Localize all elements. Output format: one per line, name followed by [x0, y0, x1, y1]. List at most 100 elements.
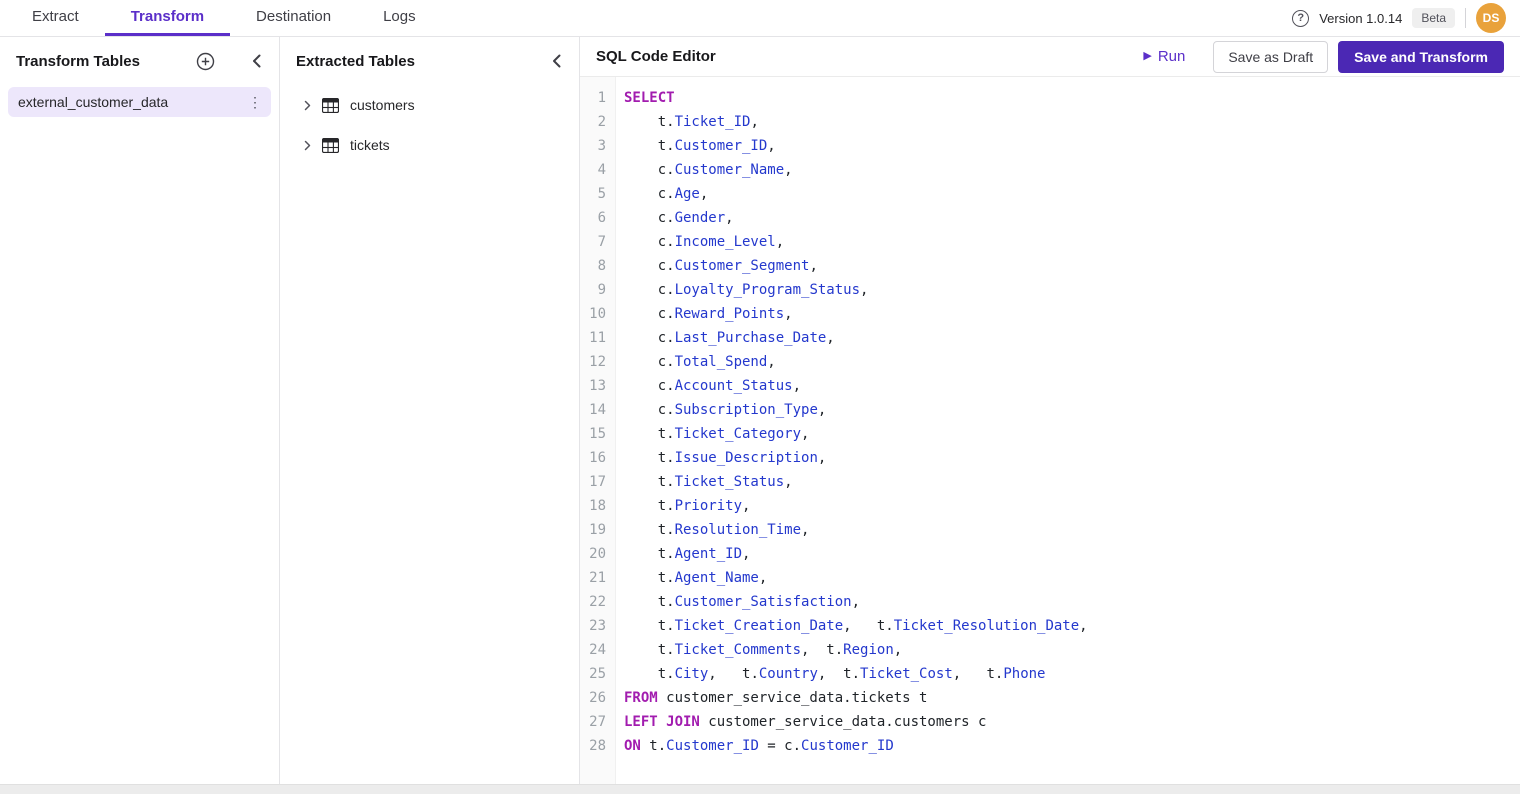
- table-icon: [322, 137, 339, 153]
- collapse-transform-panel-icon[interactable]: [248, 50, 265, 72]
- tree-item-customers[interactable]: customers: [280, 85, 579, 125]
- expand-customers-icon[interactable]: [304, 100, 311, 111]
- code-line[interactable]: c.Subscription_Type,: [624, 398, 1520, 422]
- code-line[interactable]: t.Priority,: [624, 494, 1520, 518]
- code-line[interactable]: t.Ticket_Creation_Date, t.Ticket_Resolut…: [624, 614, 1520, 638]
- code-token: Phone: [1003, 666, 1046, 682]
- code-token: c.: [624, 402, 675, 418]
- save-and-transform-button[interactable]: Save and Transform: [1338, 40, 1504, 73]
- line-number: 5: [597, 186, 606, 202]
- code-token: Age: [674, 186, 700, 202]
- code-token: t.: [624, 450, 675, 466]
- tab-logs[interactable]: Logs: [383, 8, 416, 25]
- code-line[interactable]: c.Loyalty_Program_Status,: [624, 278, 1520, 302]
- code-line[interactable]: t.Agent_Name,: [624, 566, 1520, 590]
- code-token: ,: [809, 258, 818, 274]
- code-line[interactable]: c.Total_Spend,: [624, 350, 1520, 374]
- code-token: Ticket_Cost: [860, 666, 953, 682]
- code-token: City: [674, 666, 709, 682]
- avatar[interactable]: DS: [1476, 3, 1506, 33]
- transform-table-item[interactable]: external_customer_data ⋮: [8, 87, 271, 117]
- line-number: 20: [589, 546, 606, 562]
- code-line[interactable]: t.Customer_Satisfaction,: [624, 590, 1520, 614]
- main-area: Transform Tables external_customer_data: [0, 37, 1520, 784]
- code-line[interactable]: t.Ticket_ID,: [624, 110, 1520, 134]
- expand-tickets-icon[interactable]: [304, 140, 311, 151]
- code-line[interactable]: t.Ticket_Status,: [624, 470, 1520, 494]
- tab-destination[interactable]: Destination: [256, 8, 332, 25]
- code-token: customer_service_data.tickets t: [657, 690, 928, 706]
- code-token: c.: [624, 282, 675, 298]
- code-token: ,: [742, 546, 751, 562]
- code-line[interactable]: t.Resolution_Time,: [624, 518, 1520, 542]
- line-number: 27: [589, 714, 606, 730]
- code-line[interactable]: LEFT JOIN customer_service_data.customer…: [624, 710, 1520, 734]
- code-token: ,: [767, 354, 776, 370]
- editor-code[interactable]: SELECT t.Ticket_ID, t.Customer_ID, c.Cus…: [616, 77, 1520, 784]
- transform-table-name: external_customer_data: [18, 94, 169, 110]
- line-number: 6: [597, 210, 606, 226]
- code-line[interactable]: FROM customer_service_data.tickets t: [624, 686, 1520, 710]
- help-icon[interactable]: ?: [1292, 9, 1310, 27]
- code-line[interactable]: SELECT: [624, 86, 1520, 110]
- line-number: 7: [597, 234, 606, 250]
- code-line[interactable]: c.Customer_Segment,: [624, 254, 1520, 278]
- code-token: FROM: [624, 690, 658, 706]
- code-line[interactable]: t.Customer_ID,: [624, 134, 1520, 158]
- line-number: 24: [589, 642, 606, 658]
- code-token: t.: [624, 522, 675, 538]
- tab-transform[interactable]: Transform: [104, 0, 231, 36]
- code-token: ON: [624, 738, 641, 754]
- code-token: ,: [1079, 618, 1088, 634]
- extracted-tables-tree: customers: [280, 85, 579, 165]
- line-number: 21: [589, 570, 606, 586]
- code-line[interactable]: t.Ticket_Category,: [624, 422, 1520, 446]
- code-token: t.: [624, 666, 675, 682]
- horizontal-scrollbar[interactable]: [0, 784, 1520, 794]
- code-token: , t.: [817, 666, 861, 682]
- divider: [1465, 8, 1466, 28]
- code-line[interactable]: c.Gender,: [624, 206, 1520, 230]
- code-line[interactable]: c.Income_Level,: [624, 230, 1520, 254]
- code-line[interactable]: c.Last_Purchase_Date,: [624, 326, 1520, 350]
- code-token: c.: [624, 330, 675, 346]
- code-token: Ticket_ID: [674, 114, 751, 130]
- save-as-draft-button[interactable]: Save as Draft: [1213, 40, 1329, 73]
- code-token: ,: [742, 498, 751, 514]
- code-token: Resolution_Time: [674, 522, 802, 538]
- tab-extract[interactable]: Extract: [32, 8, 79, 25]
- code-line[interactable]: ON t.Customer_ID = c.Customer_ID: [624, 734, 1520, 758]
- line-number: 3: [597, 138, 606, 154]
- code-token: Customer_ID: [801, 738, 894, 754]
- code-line[interactable]: t.Ticket_Comments, t.Region,: [624, 638, 1520, 662]
- code-line[interactable]: t.Issue_Description,: [624, 446, 1520, 470]
- run-button[interactable]: ▶ Run: [1137, 47, 1191, 66]
- line-number: 26: [589, 690, 606, 706]
- code-token: t.: [624, 426, 675, 442]
- code-line[interactable]: c.Reward_Points,: [624, 302, 1520, 326]
- code-token: Total_Spend: [674, 354, 768, 370]
- code-token: ,: [893, 642, 903, 658]
- code-token: ,: [758, 570, 768, 586]
- code-line[interactable]: c.Customer_Name,: [624, 158, 1520, 182]
- sql-editor-title: SQL Code Editor: [596, 48, 716, 65]
- code-line[interactable]: t.Agent_ID,: [624, 542, 1520, 566]
- code-token: t.: [640, 738, 667, 754]
- code-token: Customer_Segment: [674, 258, 810, 274]
- line-number: 16: [589, 450, 606, 466]
- code-token: Ticket_Resolution_Date: [893, 618, 1080, 634]
- item-menu-icon[interactable]: ⋮: [248, 94, 262, 110]
- line-number: 17: [589, 474, 606, 490]
- tree-item-tickets[interactable]: tickets: [280, 125, 579, 165]
- code-line[interactable]: c.Age,: [624, 182, 1520, 206]
- code-line[interactable]: t.City, t.Country, t.Ticket_Cost, t.Phon…: [624, 662, 1520, 686]
- code-line[interactable]: c.Account_Status,: [624, 374, 1520, 398]
- collapse-extracted-panel-icon[interactable]: [548, 50, 565, 72]
- code-token: c.: [624, 210, 675, 226]
- code-token: ,: [817, 402, 827, 418]
- add-transform-table-button[interactable]: [196, 52, 215, 71]
- code-token: Region: [843, 642, 894, 658]
